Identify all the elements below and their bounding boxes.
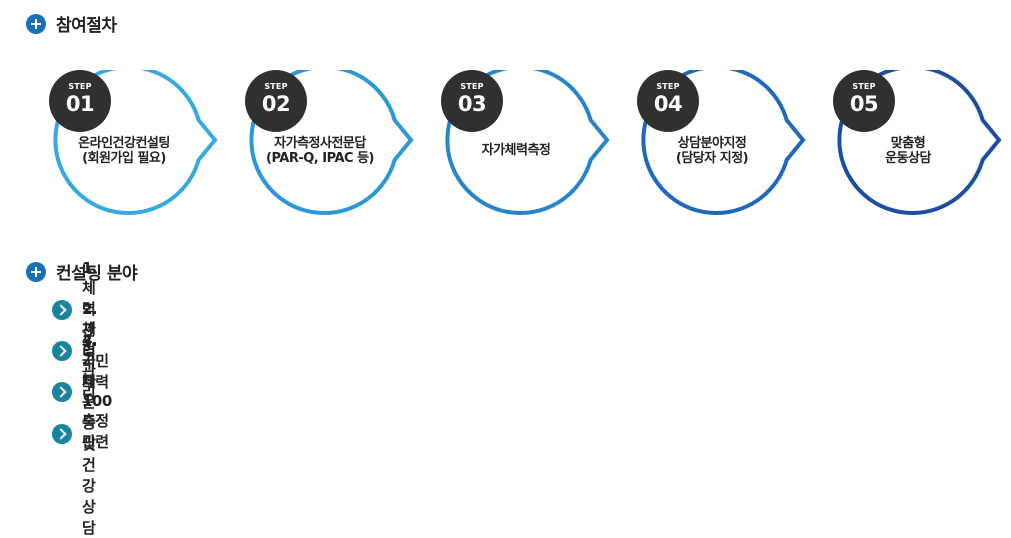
step-badge-4: STEP 04: [637, 70, 699, 132]
consulting-header: 컨설팅 분야: [26, 259, 138, 284]
consulting-item-3: 3. 국민체력100 측정 관련: [52, 332, 112, 451]
step-label-line: 운동상담: [885, 151, 931, 166]
step-label-line: 자가측정사전문답: [274, 136, 366, 151]
consulting-item-label: 4. 기타 운동 및 건강상담: [82, 330, 98, 537]
step-label-line: 맞춤형: [890, 136, 926, 151]
step-ring-3: [445, 70, 610, 215]
step-badge-3: STEP 03: [441, 70, 503, 132]
consulting-item-2: 2. 체형관리: [52, 300, 98, 401]
step-word: STEP: [264, 82, 288, 91]
procedure-header: 참여절차: [26, 11, 117, 36]
step-label-5: 맞춤형 운동상담: [841, 136, 975, 166]
consulting-title: 컨설팅 분야: [56, 264, 138, 284]
chevron-right-icon: [52, 424, 72, 444]
step-1: STEP 01 온라인건강컨설팅 (회원가입 필요): [45, 70, 225, 222]
step-number: 02: [261, 92, 291, 116]
chevron-right-icon: [52, 382, 72, 402]
step-label-line: (담당자 지정): [675, 151, 749, 166]
procedure-title: 참여절차: [56, 16, 117, 36]
step-5: STEP 05 맞춤형 운동상담: [829, 70, 1009, 222]
step-number: 03: [457, 92, 487, 116]
step-ring-4: [641, 70, 806, 215]
chevron-right-icon: [52, 341, 72, 361]
step-2: STEP 02 자가측정사전문답 (PAR-Q, IPAC 등): [241, 70, 421, 222]
step-number: 05: [849, 92, 879, 116]
step-badge-5: STEP 05: [833, 70, 895, 132]
chevron-right-icon: [52, 300, 72, 320]
plus-circle-icon: [26, 261, 46, 282]
step-label-4: 상담분야지정 (담당자 지정): [645, 136, 779, 166]
step-label-line: (PAR-Q, IPAC 등): [266, 151, 374, 166]
step-label-line: 상담분야지정: [677, 136, 747, 151]
consulting-item-label: 1. 체력관리: [82, 259, 98, 360]
step-ring-2: [249, 70, 414, 215]
step-badge-1: STEP 01: [49, 70, 111, 132]
consulting-item-label: 3. 국민체력100 측정 관련: [82, 332, 112, 451]
step-word: STEP: [460, 82, 484, 91]
step-label-line: (회원가입 필요): [82, 151, 166, 166]
step-label-line: 온라인건강컨설팅: [78, 136, 170, 151]
step-ring-5: [837, 70, 1002, 215]
step-label-1: 온라인건강컨설팅 (회원가입 필요): [57, 136, 191, 166]
step-ring-1: [53, 70, 218, 215]
step-number: 01: [65, 92, 95, 116]
step-badge-2: STEP 02: [245, 70, 307, 132]
step-3: STEP 03 자가체력측정: [437, 70, 617, 222]
consulting-item-1: 1. 체력관리: [52, 259, 98, 360]
step-word: STEP: [852, 82, 876, 91]
step-4: STEP 04 상담분야지정 (담당자 지정): [633, 70, 813, 222]
step-word: STEP: [656, 82, 680, 91]
step-number: 04: [653, 92, 683, 116]
step-label-line: 자가체력측정: [481, 143, 551, 158]
consulting-item-label: 2. 체형관리: [82, 300, 98, 401]
plus-circle-icon: [26, 13, 46, 34]
consulting-item-4: 4. 기타 운동 및 건강상담: [52, 331, 98, 537]
step-label-2: 자가측정사전문답 (PAR-Q, IPAC 등): [253, 136, 387, 166]
step-list: STEP 01 온라인건강컨설팅 (회원가입 필요) STEP 02 자가측정사…: [0, 0, 1011, 240]
step-label-3: 자가체력측정: [449, 143, 583, 158]
step-word: STEP: [68, 82, 92, 91]
